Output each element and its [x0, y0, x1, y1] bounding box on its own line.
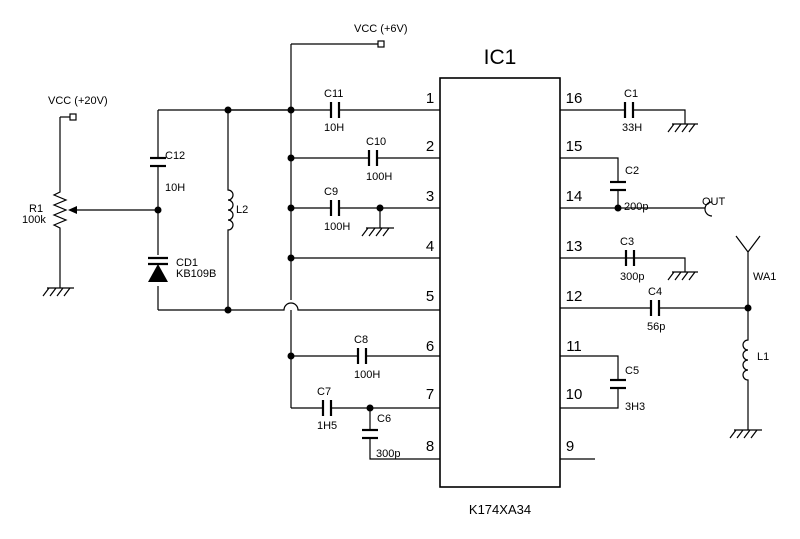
pin-14: 14 — [566, 188, 583, 205]
junction-dot — [287, 106, 295, 114]
pin-8: 8 — [426, 438, 434, 455]
c9-ref: C9 — [324, 186, 338, 198]
capacitor-c4: C4 56p — [647, 286, 665, 333]
capacitor-c3: C3 300p — [620, 236, 644, 283]
ic-part-number: K174XA34 — [469, 502, 531, 517]
capacitor-c5: C5 3H3 — [610, 365, 645, 413]
c8-ref: C8 — [354, 334, 368, 346]
resistor-r1: R1 100k — [22, 117, 158, 288]
pin-1: 1 — [426, 90, 434, 107]
output-terminal: OUT — [702, 196, 726, 217]
junction-dot — [614, 204, 622, 212]
c4-value: 56p — [647, 321, 665, 333]
capacitor-c11: C11 10H — [324, 88, 344, 134]
c5-value: 3H3 — [625, 401, 645, 413]
capacitor-c7: C7 1H5 — [317, 386, 337, 432]
c2-value: 200p — [624, 201, 648, 213]
left-tank-wire — [157, 109, 291, 310]
junction-dot — [224, 306, 232, 314]
pin-7: 7 — [426, 386, 434, 403]
c11-value: 10H — [324, 122, 344, 134]
pin-12: 12 — [566, 288, 583, 305]
ground-c9 — [361, 208, 394, 237]
junction-dot — [376, 204, 384, 212]
inductor-l2: L2 — [227, 110, 248, 310]
vcc-20v-supply: VCC (+20V) — [48, 95, 108, 121]
c10-value: 100H — [366, 171, 392, 183]
c9-value: 100H — [324, 221, 350, 233]
c3-value: 300p — [620, 271, 644, 283]
c7-ref: C7 — [317, 386, 331, 398]
cd1-ref: CD1 — [176, 257, 198, 269]
pin-2: 2 — [426, 138, 434, 155]
c11-ref: C11 — [324, 88, 343, 100]
junction-dot — [744, 304, 752, 312]
c7-value: 1H5 — [317, 420, 337, 432]
junction-dots — [154, 106, 752, 412]
vcc-20v-label: VCC (+20V) — [48, 95, 108, 107]
pin-6: 6 — [426, 338, 434, 355]
junction-dot — [154, 206, 162, 214]
pin-5: 5 — [426, 288, 434, 305]
c12-value: 10H — [165, 182, 185, 194]
c1-value: 33H — [622, 122, 642, 134]
pin-3: 3 — [426, 188, 434, 205]
l1-ref: L1 — [757, 351, 769, 363]
pin-5-wire — [158, 302, 440, 311]
capacitor-c12: C12 10H — [150, 150, 185, 194]
wa1-ref: WA1 — [753, 271, 776, 283]
junction-dot — [287, 154, 295, 162]
junction-dot — [287, 352, 295, 360]
junction-dot — [287, 254, 295, 262]
capacitor-c8: C8 100H — [354, 334, 380, 381]
ground-c1 — [667, 123, 698, 133]
c1-ref: C1 — [624, 88, 638, 100]
c6-value: 300p — [376, 448, 400, 460]
c4-ref: C4 — [648, 286, 662, 298]
junction-dot — [366, 404, 374, 412]
r1-value: 100k — [22, 214, 46, 226]
ground-r1 — [42, 287, 74, 297]
pin-9: 9 — [566, 438, 574, 455]
capacitor-c9: C9 100H — [324, 186, 350, 233]
c6-ref: C6 — [377, 413, 391, 425]
capacitor-c1: C1 33H — [622, 88, 642, 134]
pin-16: 16 — [566, 90, 583, 107]
c2-ref: C2 — [625, 165, 639, 177]
varicap-cd1: CD1 KB109B — [148, 256, 216, 282]
c8-value: 100H — [354, 369, 380, 381]
ic-body — [439, 77, 561, 488]
antenna-wa1: WA1 — [735, 235, 776, 308]
r1-ref: R1 — [29, 203, 43, 215]
capacitor-c6: C6 300p — [362, 413, 400, 460]
pin-4: 4 — [426, 238, 434, 255]
ground-l1 — [729, 429, 762, 439]
junction-dot — [287, 204, 295, 212]
c3-ref: C3 — [620, 236, 634, 248]
pin-13: 13 — [566, 238, 583, 255]
c10-ref: C10 — [366, 136, 386, 148]
c5-ref: C5 — [625, 365, 639, 377]
pin-15: 15 — [566, 138, 583, 155]
pin-11: 11 — [566, 338, 582, 355]
ground-c3 — [667, 271, 698, 281]
vcc-6v-supply: VCC (+6V) — [291, 23, 408, 48]
ic-title: IC1 — [484, 46, 517, 69]
capacitor-c2: C2 200p — [610, 165, 648, 213]
l2-ref: L2 — [236, 204, 248, 216]
cd1-value: KB109B — [176, 268, 216, 280]
pin-labels: 1 2 3 4 5 6 7 8 9 10 11 12 13 14 15 16 — [426, 90, 583, 455]
capacitor-c10: C10 100H — [366, 136, 392, 183]
out-label: OUT — [702, 196, 726, 208]
c12-ref: C12 — [165, 150, 185, 162]
junction-dot — [224, 106, 232, 114]
inductor-l1: L1 — [742, 308, 769, 430]
vcc-6v-label: VCC (+6V) — [354, 23, 408, 35]
pin-10: 10 — [566, 386, 583, 403]
